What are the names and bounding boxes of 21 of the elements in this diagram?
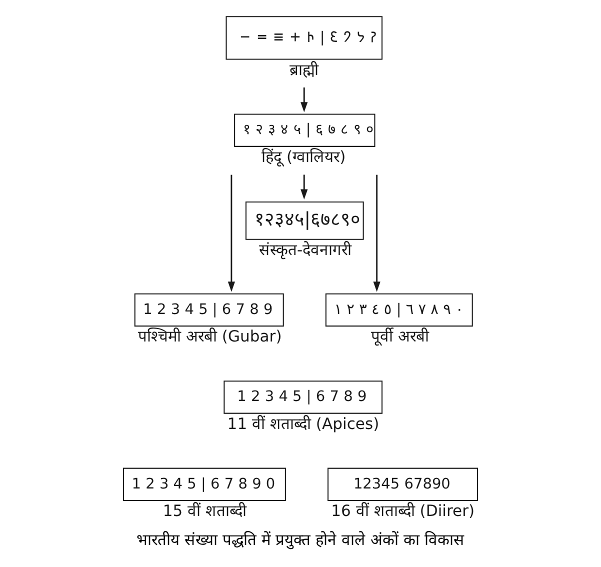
node-label: 16 वीं शताब्दी (Diirer) bbox=[331, 502, 475, 520]
arrow bbox=[228, 174, 236, 292]
node-label: संस्कृत-देवनागरी bbox=[258, 240, 352, 259]
node-label: ब्राह्मी bbox=[290, 60, 319, 79]
arrow bbox=[300, 174, 308, 200]
node-box: 12345 67890 bbox=[328, 468, 478, 502]
node-box: ١ ٢ ٣ ٤ ٥ | ٦ ٧ ٨ ٩ ٠ bbox=[325, 293, 473, 327]
node-label: 15 वीं शताब्दी bbox=[162, 502, 247, 520]
node-box: १२३४५|६७८९० bbox=[245, 201, 364, 240]
arrow bbox=[373, 174, 380, 292]
node-label: हिंदू (ग्वालियर) bbox=[262, 148, 346, 166]
node-label: पश्चिमी अरबी (Gubar) bbox=[138, 328, 282, 346]
node-box: 1 2 3 4 5 | 6 7 8 9 0 bbox=[122, 468, 286, 502]
node-box: 1 2 3 4 5 | 6 7 8 9 bbox=[224, 380, 383, 414]
node-box: १ २ ३ ४ ५ | ६ ७ ८ ९ ० bbox=[234, 114, 376, 147]
node-box: 𑁒 𑁓 𑁔 𑁕 𑁖 | 𑁗 𑁘 𑁙 𑁚 bbox=[226, 16, 383, 60]
arrow bbox=[300, 87, 308, 112]
node-label: पूर्वी अरबी bbox=[371, 328, 430, 346]
node-label: 11 वीं शताब्दी (Apices) bbox=[227, 414, 380, 433]
caption: भारतीय संख्या पद्धति में प्रयुक्त होने वाले अंकों का विकास bbox=[136, 531, 464, 550]
node-box: 1 2 3 4 5 | 6 7 8 9 bbox=[134, 293, 284, 327]
